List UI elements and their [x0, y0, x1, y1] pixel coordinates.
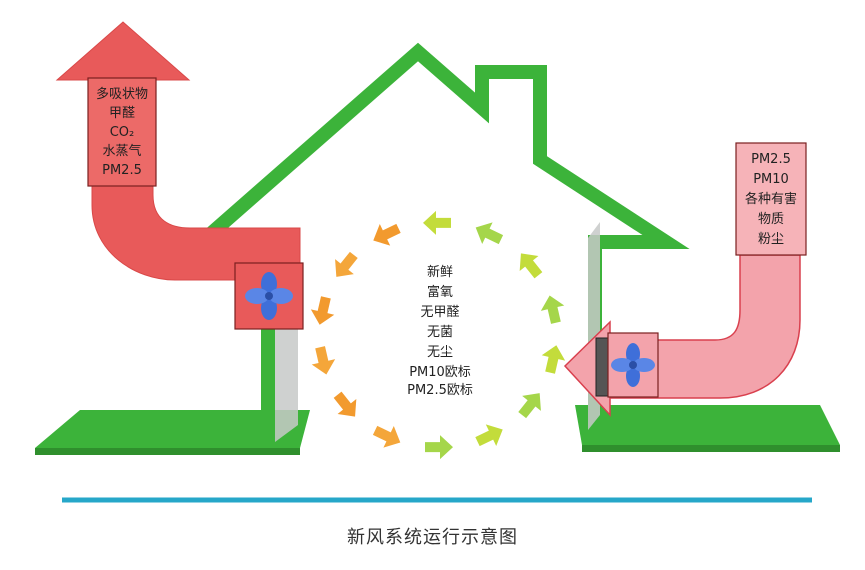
circulation-arrow-icon	[519, 253, 543, 279]
exhaust-item: 甲醛	[109, 105, 135, 121]
indoor-item: 无甲醛	[420, 304, 459, 320]
circulation-ring	[310, 210, 566, 460]
circulation-arrow-icon	[311, 346, 336, 375]
exhaust-item: PM2.5	[102, 163, 142, 178]
circulation-arrow-icon	[541, 345, 566, 374]
circulation-arrow-icon	[372, 425, 401, 448]
filter-icon	[595, 337, 609, 397]
circulation-arrow-icon	[540, 295, 565, 324]
indoor-item: PM10欧标	[409, 365, 471, 380]
right-floor-slab-edge	[582, 445, 840, 452]
left-floor-slab-edge	[35, 448, 300, 455]
circulation-arrow-icon	[373, 223, 401, 246]
intake-item: PM10	[753, 172, 789, 187]
exhaust-item: CO₂	[110, 125, 135, 140]
circulation-arrow-icon	[423, 210, 451, 235]
exhaust-item: 多吸状物	[96, 86, 148, 102]
exhaust-text-box	[87, 77, 157, 187]
circulation-arrow-icon	[310, 296, 335, 325]
right-floor-slab	[575, 405, 840, 445]
intake-item: 物质	[758, 212, 784, 227]
indoor-item: 新鲜	[427, 264, 453, 280]
circulation-arrow-icon	[518, 393, 541, 419]
circulation-arrow-icon	[475, 222, 504, 245]
fan-icon	[611, 343, 655, 387]
indoor-item: 无菌	[427, 325, 453, 340]
intake-item: PM2.5	[751, 152, 791, 167]
intake-text-box	[735, 142, 807, 256]
intake-item: 各种有害	[745, 191, 797, 207]
indoor-item: PM2.5欧标	[407, 383, 473, 398]
circulation-arrow-icon	[333, 391, 357, 417]
exhaust-item: 水蒸气	[102, 143, 141, 159]
circulation-arrow-icon	[335, 251, 358, 277]
left-floor-slab	[35, 410, 310, 448]
circulation-arrow-icon	[425, 435, 453, 460]
circulation-arrow-icon	[475, 424, 503, 447]
diagram-caption: 新风系统运行示意图	[347, 527, 518, 548]
indoor-item: 富氧	[427, 284, 453, 300]
intake-item: 粉尘	[758, 232, 784, 247]
indoor-item: 无尘	[427, 345, 453, 360]
fan-icon	[245, 272, 293, 320]
